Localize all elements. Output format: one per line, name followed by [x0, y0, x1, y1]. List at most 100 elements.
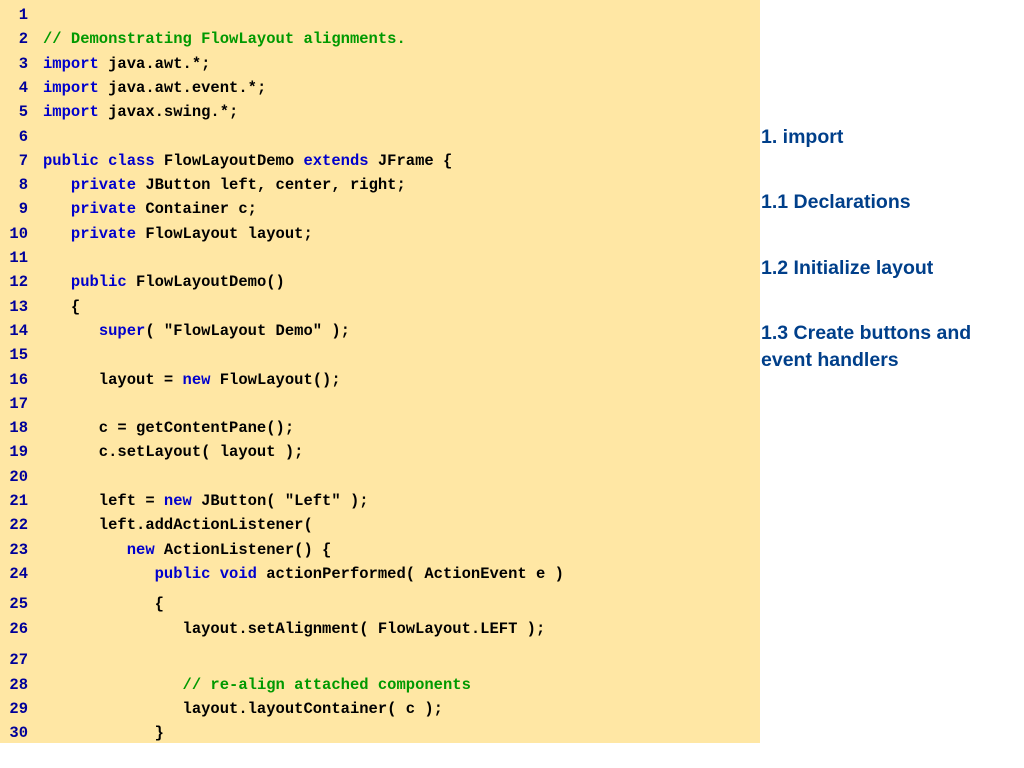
outline-item-create-buttons-line2: event handlers	[761, 349, 899, 371]
line-number: 25	[9, 595, 28, 613]
keyword-token: private	[70, 176, 137, 195]
outline-item-create-buttons-line1: 1.3 Create buttons and	[761, 322, 972, 344]
code-token	[43, 322, 99, 340]
code-text: private JButton left, center, right;	[43, 173, 406, 197]
code-text: import javax.swing.*;	[43, 100, 238, 124]
keyword-token: new	[182, 370, 211, 389]
line-number: 26	[9, 620, 28, 638]
line-number: 8	[18, 176, 28, 195]
line-number: 29	[9, 700, 28, 718]
line-number: 28	[9, 676, 28, 694]
keyword-token: public	[70, 273, 127, 292]
code-text: import java.awt.*;	[43, 52, 210, 76]
code-token: JFrame {	[368, 151, 453, 170]
line-number: 14	[9, 321, 28, 340]
code-token: left.addActionListener(	[43, 516, 313, 535]
line-number: 5	[18, 103, 28, 122]
code-token: actionPerformed( ActionEvent e )	[256, 564, 564, 583]
code-text: new ActionListener() {	[43, 538, 332, 562]
code-token: java.awt.*;	[98, 54, 211, 73]
code-token: {	[43, 595, 164, 613]
comment-token: // Demonstrating FlowLayout alignments.	[43, 30, 406, 49]
code-text: layout = new FlowLayout();	[43, 368, 341, 392]
code-token: ActionListener() {	[154, 540, 332, 559]
code-text: public class FlowLayoutDemo extends JFra…	[43, 149, 452, 173]
line-number: 22	[9, 516, 28, 535]
comment-token: // re-align attached components	[182, 676, 471, 694]
code-text: super( "FlowLayout Demo" );	[43, 319, 350, 343]
line-number: 3	[18, 54, 28, 73]
line-number: 18	[9, 419, 28, 438]
line-number: 6	[18, 127, 28, 146]
keyword-token: import	[43, 54, 99, 73]
code-token: {	[43, 297, 81, 316]
code-text: private FlowLayout layout;	[43, 222, 313, 246]
code-token: FlowLayoutDemo()	[126, 273, 285, 292]
code-token: c.setLayout( layout );	[43, 443, 304, 462]
code-token	[43, 225, 71, 243]
keyword-token: import	[43, 78, 99, 97]
code-token: c = getContentPane();	[43, 419, 295, 438]
code-token: layout.layoutContainer( c );	[43, 700, 443, 718]
code-token: javax.swing.*;	[98, 103, 239, 122]
line-number: 2	[18, 30, 28, 49]
line-number: 13	[9, 297, 28, 316]
code-token	[43, 676, 183, 694]
line-number: 19	[9, 443, 28, 462]
code-token: ( "FlowLayout Demo" );	[145, 321, 350, 340]
keyword-token: import	[43, 103, 99, 122]
code-text: import java.awt.event.*;	[43, 76, 266, 100]
code-token	[43, 541, 127, 559]
code-text: c.setLayout( layout );	[43, 440, 304, 464]
line-number: 11	[9, 249, 28, 267]
code-token	[43, 565, 155, 583]
line-number: 16	[9, 370, 28, 389]
code-text: {	[43, 592, 164, 616]
code-token: FlowLayout();	[210, 370, 341, 389]
code-token	[43, 176, 71, 194]
code-token: layout.setAlignment( FlowLayout.LEFT );	[43, 620, 546, 638]
code-text: left = new JButton( "Left" );	[43, 489, 369, 513]
code-token: }	[43, 724, 164, 742]
line-number: 4	[18, 78, 28, 97]
keyword-token: public void	[154, 564, 257, 583]
code-token: JButton( "Left" );	[191, 492, 369, 510]
line-number: 27	[9, 651, 28, 669]
keyword-token: new	[126, 540, 155, 559]
keyword-token: public class	[43, 151, 155, 170]
code-text: public FlowLayoutDemo()	[43, 270, 285, 294]
code-text: layout.layoutContainer( c );	[43, 697, 443, 721]
keyword-token: private	[70, 224, 137, 243]
outline-item-declarations: 1.1 Declarations	[761, 191, 911, 213]
code-token: FlowLayout layout;	[136, 224, 313, 243]
line-number: 21	[9, 492, 28, 510]
code-text: private Container c;	[43, 197, 257, 221]
code-listing-panel: 1 2 // Demonstrating FlowLayout alignments…	[0, 0, 760, 743]
code-token: Container c;	[136, 200, 257, 219]
code-text: {	[43, 295, 80, 319]
line-number: 17	[9, 394, 28, 413]
code-token	[43, 200, 71, 218]
keyword-token: super	[98, 321, 146, 340]
code-token: java.awt.event.*;	[98, 78, 267, 97]
keyword-token: private	[70, 200, 137, 219]
line-number: 20	[9, 467, 28, 486]
code-text: // Demonstrating FlowLayout alignments.	[43, 27, 406, 51]
line-number: 10	[9, 224, 28, 243]
code-text: // re-align attached components	[43, 673, 471, 697]
outline-item-initialize-layout: 1.2 Initialize layout	[761, 257, 934, 279]
line-number: 7	[18, 151, 28, 170]
line-number: 23	[9, 540, 28, 559]
line-number: 1	[18, 6, 28, 24]
code-text: }	[43, 721, 164, 745]
line-number: 9	[18, 200, 28, 219]
code-text: layout.setAlignment( FlowLayout.LEFT );	[43, 617, 546, 641]
code-text: c = getContentPane();	[43, 416, 294, 440]
outline-item-import: 1. import	[761, 126, 844, 148]
line-number: 30	[9, 724, 28, 742]
code-token: FlowLayoutDemo	[154, 151, 304, 170]
keyword-token: extends	[303, 151, 369, 170]
code-text: public void actionPerformed( ActionEvent…	[43, 562, 564, 586]
keyword-token: new	[163, 492, 192, 510]
code-token: left =	[43, 492, 164, 510]
